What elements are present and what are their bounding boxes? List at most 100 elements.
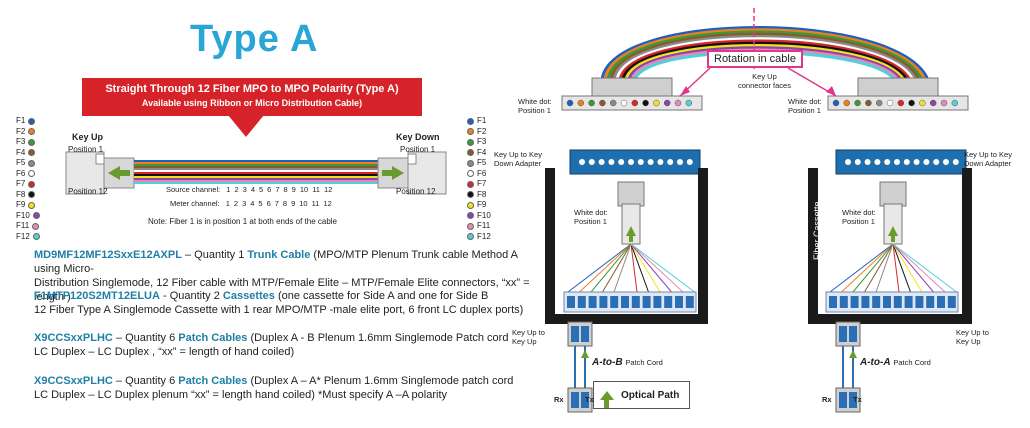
channel-number: 2 [233, 199, 239, 208]
fiber-color-dot [28, 180, 36, 188]
key-up-label-right: Key Up to Key Up [956, 328, 989, 346]
lc-port-left [685, 296, 694, 308]
left-inner-plug [617, 181, 645, 207]
channel-number: 1 [226, 185, 231, 194]
fiber-dot-right [832, 99, 840, 107]
fanout-fiber-right [864, 243, 894, 293]
lc-port-left [631, 296, 640, 308]
fiber-label: F6 [16, 168, 26, 178]
lc-port-right [883, 296, 891, 308]
lc-port-right [926, 296, 935, 308]
white-dot-text: White dot: [574, 208, 608, 217]
fiber-dot-left [566, 99, 574, 107]
page-title: Type A [190, 18, 319, 60]
adapter-port-left [657, 159, 664, 165]
fiber-dot-right [854, 99, 861, 107]
fiber-color-dot [467, 180, 474, 188]
fiber-label: F3 [16, 137, 26, 147]
legend-row: F10 [464, 211, 491, 222]
fiber-label: F2 [16, 126, 26, 136]
legend-row: F5 [464, 158, 491, 169]
fiber-dot-left [631, 99, 639, 107]
fiber-label: F1 [16, 116, 26, 126]
right-pointer-head [826, 86, 836, 96]
adapter-port-right [903, 159, 910, 165]
legend-row: F11 [16, 221, 43, 232]
fanout-fiber-left [630, 243, 649, 293]
fiber-color-dot [467, 212, 474, 220]
white-dot-left: White dot: Position 1 [518, 97, 552, 115]
fiber-color-dot [467, 138, 474, 146]
channel-number: 3 [242, 199, 247, 208]
left-inner-arrow-icon [626, 226, 636, 242]
legend-row: F3 [464, 137, 491, 148]
fanout-fiber-right [892, 243, 900, 293]
arch-fiber [627, 46, 903, 81]
fanout-fiber-right [892, 243, 946, 293]
patch-lower-a-left [571, 392, 579, 408]
legend-row: F1 [16, 116, 43, 127]
position1-right-label: Position 1 [400, 145, 436, 154]
patch-cord-text: Patch Cord [625, 358, 663, 367]
channel-number: 10 [299, 185, 309, 194]
part-number: X9CCSxxPLHC [34, 375, 113, 387]
patch-upper-a-right [839, 326, 847, 342]
legend-row: F8 [16, 190, 43, 201]
fiber-dot-right [897, 99, 905, 107]
fiber-label: F4 [16, 147, 26, 157]
white-dot-text: White dot: [788, 97, 822, 106]
fiber-label: F8 [16, 189, 26, 199]
channel-number: 1 [225, 199, 230, 208]
source-channel-label: Source channel: [166, 185, 221, 194]
lc-port-left [599, 296, 608, 308]
adapter-text: Key Up to Key [494, 150, 542, 159]
fiber-label: F9 [477, 200, 487, 210]
lc-port-left [567, 296, 575, 308]
lc-duplex-ports [563, 291, 959, 313]
part-desc-line2: Distribution Singlemode, 12 Fiber cable … [34, 277, 530, 303]
right-arrow-icon [382, 166, 404, 180]
lc-port-left [642, 296, 651, 308]
legend-row: F11 [464, 221, 491, 232]
fanout-fiber-left [630, 243, 684, 293]
adapter-port-right [923, 159, 930, 165]
lc-port-right [861, 296, 870, 308]
adapter-port-left [647, 159, 654, 165]
white-dot-position: Position 1 [842, 217, 875, 226]
polarity-banner: Straight Through 12 Fiber MPO to MPO Pol… [82, 78, 422, 116]
white-dot-position: Position 1 [518, 106, 551, 115]
part-number: X9CCSxxPLHC [34, 332, 113, 344]
white-dot-text: White dot: [518, 97, 552, 106]
position1-left-label: Position 1 [68, 145, 104, 154]
arch-fiber [624, 44, 906, 81]
fiber-color-dot [467, 201, 474, 209]
fanout-fiber-right [875, 243, 894, 293]
key-up-label-left: Key Up to Key Up [512, 328, 545, 346]
legend-row: F9 [16, 200, 43, 211]
part-qty: – Quantity 6 [112, 375, 179, 387]
fiber-label: F5 [477, 158, 487, 168]
rotation-label: Rotation in cable [707, 50, 803, 68]
channel-number: 4 [250, 199, 255, 208]
fiber-dot-right [940, 99, 948, 107]
fanout-fiber-left [630, 243, 638, 293]
adapter-port-left [686, 159, 693, 165]
adapter-ports [579, 159, 959, 165]
patch-upper-b-right [849, 326, 857, 342]
fanout-fiber-left [630, 243, 695, 293]
channel-number: 8 [283, 185, 288, 194]
adapter-port-right [845, 159, 851, 165]
key-up-text-2: Key Up [512, 337, 537, 346]
banner-pointer [228, 115, 264, 137]
legend-row: F2 [464, 127, 491, 138]
adapter-port-right [864, 159, 871, 165]
fiber-dot-left [609, 99, 617, 107]
adapter-port-left [628, 159, 634, 165]
part-cassettes: F1MTP120S2MT12ELUA - Quantity 2 Cassette… [34, 289, 534, 317]
patch-upper-b-left [581, 326, 589, 342]
legend-row: F6 [464, 169, 491, 180]
